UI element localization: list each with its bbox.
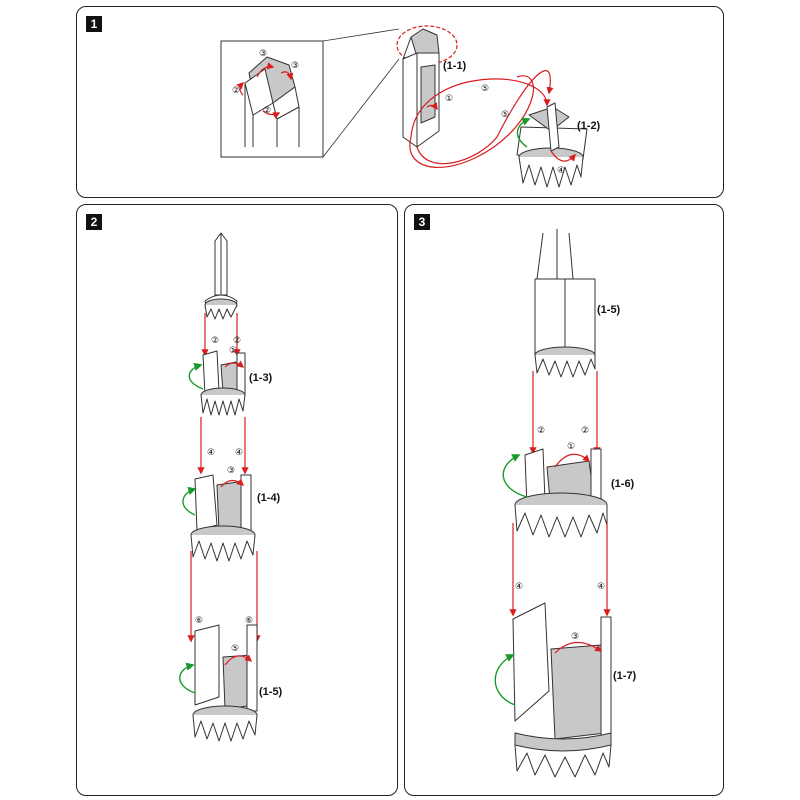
part-1-1: [396, 25, 458, 148]
marker-1: ①: [229, 346, 237, 356]
diagram-step-3: (1-5) ② ② ① (1-6) ④ ④ ③: [494, 229, 637, 778]
part-spike: [214, 232, 228, 296]
marker-5: ⑤: [501, 110, 509, 120]
marker-3: ③: [291, 61, 299, 71]
marker-2: ②: [233, 336, 241, 346]
marker-3: ③: [227, 466, 235, 476]
label-1-7: (1-7): [613, 670, 637, 682]
marker-4: ④: [515, 582, 523, 592]
label-1-4: (1-4): [257, 492, 281, 504]
panel-step-1: 1 ③ ③ ② ②: [76, 6, 724, 198]
marker-1: ①: [567, 442, 575, 452]
step-badge-1: 1: [86, 16, 102, 32]
label-1-5-large: (1-5): [597, 304, 621, 316]
marker-4: ④: [235, 448, 243, 458]
part-1-3: [200, 350, 246, 416]
marker-2: ②: [263, 106, 271, 116]
label-1-3: (1-3): [249, 372, 273, 384]
label-1-6: (1-6): [611, 478, 635, 490]
marker-2: ②: [581, 426, 589, 436]
marker-5: ⑤: [481, 84, 489, 94]
step-badge-3: 3: [414, 214, 430, 230]
marker-2: ②: [211, 336, 219, 346]
diagram-step-2: ② ② ① (1-3) ④ ④ ③ (1-4): [179, 232, 283, 742]
part-1-4: [190, 474, 256, 562]
marker-3: ③: [571, 632, 579, 642]
part-1-2: [516, 102, 588, 188]
marker-5: ⑤: [231, 644, 239, 654]
diagram-step-1: ③ ③ ② ② (1-1) ① ⑤ ⑤ ④: [220, 25, 601, 188]
part-1-5: [192, 624, 258, 742]
marker-6: ⑥: [195, 616, 203, 626]
marker-2: ②: [232, 86, 240, 96]
label-1-1: (1-1): [443, 60, 467, 72]
marker-6: ⑥: [245, 616, 253, 626]
panel-step-3: 3 (1-5) ② ②: [404, 204, 724, 796]
marker-4: ④: [207, 448, 215, 458]
part-crown-top: [204, 294, 238, 320]
label-1-5: (1-5): [259, 686, 283, 698]
part-1-6: [514, 448, 608, 538]
marker-3: ③: [259, 49, 267, 59]
marker-4: ④: [597, 582, 605, 592]
step-badge-2: 2: [86, 214, 102, 230]
part-1-7: [512, 602, 612, 778]
marker-1: ①: [445, 94, 453, 104]
part-1-5-large: [534, 229, 596, 378]
marker-2: ②: [537, 426, 545, 436]
marker-4: ④: [557, 166, 565, 176]
label-1-2: (1-2): [577, 120, 601, 132]
panel-step-2: 2 ② ②: [76, 204, 398, 796]
zoom-inset: [220, 28, 400, 158]
